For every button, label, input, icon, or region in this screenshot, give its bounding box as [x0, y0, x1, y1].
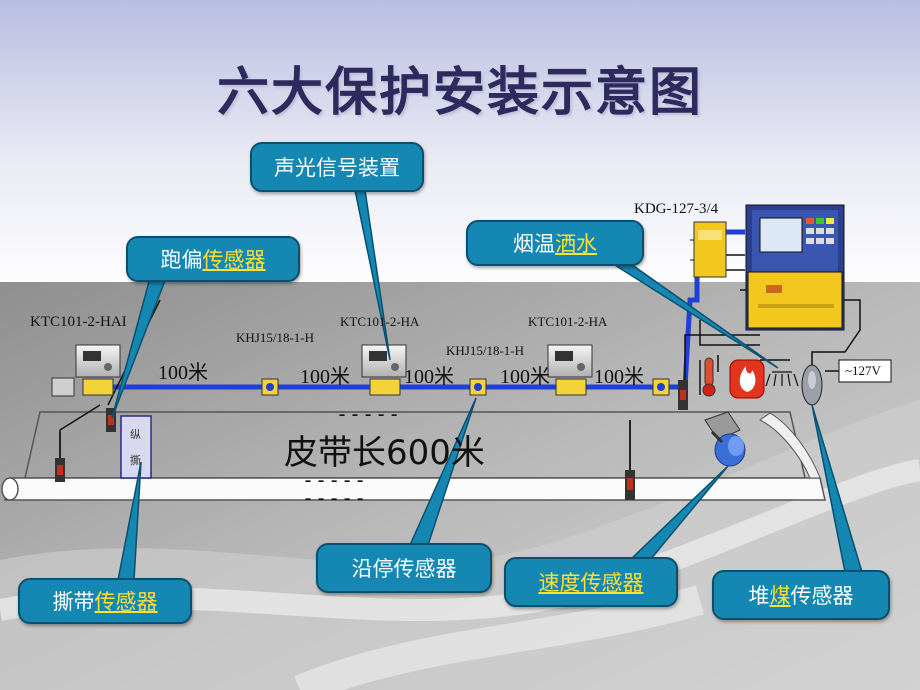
callout-deviation-text: 跑偏: [160, 248, 203, 272]
sprinkler-icon: [765, 371, 799, 387]
ktc-unit-middle: [361, 344, 407, 378]
label-ktc-right: KTC101-2-HA: [528, 314, 608, 329]
callout-stop-label: 沿停传感器: [351, 557, 457, 581]
callout-stop: 沿停传感器: [316, 543, 492, 593]
label-distance-4: 100米: [500, 366, 550, 388]
callout-sound-light: 声光信号装置: [250, 142, 424, 192]
callout-smoke-water: 烟温洒水: [466, 220, 644, 266]
tear-sensor-box: [120, 415, 152, 479]
label-khj-2: KHJ15/18-1-H: [446, 343, 524, 358]
label-kdg: KDG-127-3/4: [634, 201, 719, 217]
belt-length-label: 皮带长600米: [284, 433, 485, 473]
callout-smoke-link[interactable]: 洒水: [555, 232, 597, 256]
label-distance-2: 100米: [300, 366, 350, 388]
belt-dash-top: -----: [336, 402, 402, 426]
tear-box-label-2: 撕: [130, 454, 141, 467]
fire-sensor-icon: [729, 359, 765, 399]
background-swoosh-line-2: [294, 585, 705, 690]
callout-coal: 堆煤传感器: [712, 570, 890, 620]
callout-smoke-text: 烟温: [513, 232, 555, 256]
callout-tear-link[interactable]: 传感器: [94, 590, 158, 614]
callout-speed: 速度传感器: [504, 557, 678, 607]
callout-coal-link[interactable]: 煤: [769, 584, 791, 608]
ktc-unit-right: [547, 344, 593, 378]
thermometer-icon: [702, 357, 716, 397]
control-cabinet: [745, 204, 845, 331]
callout-speed-link[interactable]: 速度传感器: [538, 571, 644, 595]
callout-tear-text: 撕带: [52, 590, 95, 614]
speed-sensor-device: [704, 411, 746, 467]
callout-tear: 撕带传感器: [18, 578, 192, 624]
callout-deviation: 跑偏传感器: [126, 236, 300, 282]
kdg-power-unit: [690, 221, 727, 278]
deviation-sensor-device: [55, 380, 688, 500]
label-khj-1: KHJ15/18-1-H: [236, 330, 314, 345]
cable-junctions: [82, 378, 670, 396]
label-distance-1: 100米: [158, 362, 208, 384]
belt-dash-bottom-2: -----: [302, 486, 368, 510]
page-title: 六大保护安装示意图: [216, 63, 703, 123]
label-distance-3: 100米: [404, 366, 454, 388]
conveyor-belt: [1, 411, 826, 501]
ktc-unit-left: [51, 344, 121, 397]
label-power: ~127V: [845, 363, 881, 378]
label-ktc-middle: KTC101-2-HA: [340, 314, 420, 329]
label-ktc-left: KTC101-2-HAI: [30, 314, 127, 330]
coal-sensor-device: [801, 364, 823, 406]
belt-dash-bottom-1: -----: [302, 468, 368, 492]
callout-coal-text-1: 堆: [748, 584, 770, 608]
tear-box-label-1: 纵: [130, 428, 141, 441]
label-distance-5: 100米: [594, 366, 644, 388]
callout-pointers[interactable]: [111, 189, 864, 581]
callout-deviation-link[interactable]: 传感器: [202, 248, 266, 272]
callout-coal-text-2: 传感器: [790, 584, 854, 608]
callout-sound-light-label: 声光信号装置: [274, 156, 400, 180]
